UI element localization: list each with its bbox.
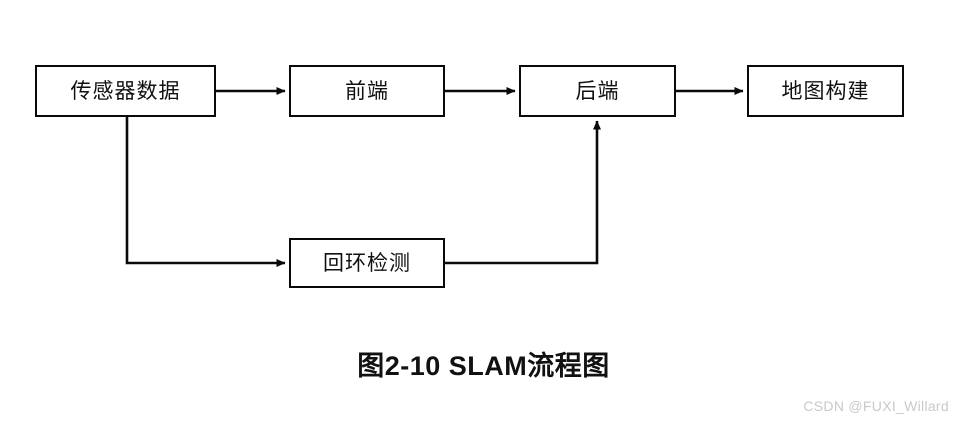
node-mapping-label: 地图构建 (781, 79, 870, 103)
node-backend-label: 后端 (575, 79, 620, 103)
node-sensor-data-label: 传感器数据 (70, 79, 181, 103)
node-loop-closure-label: 回环检测 (323, 251, 411, 275)
node-sensor-data[interactable]: 传感器数据 (35, 65, 216, 117)
edge-loop-to-backend (445, 120, 601, 265)
node-backend[interactable]: 后端 (519, 65, 676, 117)
node-mapping[interactable]: 地图构建 (747, 65, 904, 117)
node-frontend-label: 前端 (345, 79, 389, 103)
watermark: CSDN @FUXI_Willard (803, 398, 949, 414)
node-loop-closure[interactable]: 回环检测 (289, 238, 445, 288)
edge-sensor-to-loop (125, 117, 286, 267)
figure-caption: 图2-10 SLAM流程图 (357, 351, 610, 381)
node-frontend[interactable]: 前端 (289, 65, 445, 117)
